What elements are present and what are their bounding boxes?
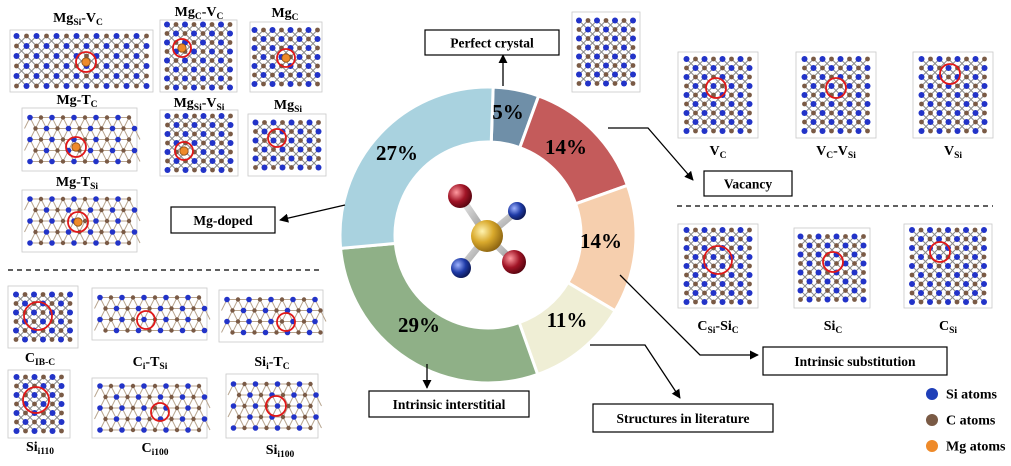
structure-label-interstitial-2: Sii-TC — [254, 355, 289, 372]
category-box-mgdoped: Mg-doped — [170, 206, 276, 234]
crystal-thumbnail — [677, 51, 759, 139]
crystal-thumbnail — [21, 189, 141, 253]
legend-swatch — [926, 440, 938, 452]
crystal-thumbnail — [903, 223, 993, 309]
crystal-thumbnail — [247, 113, 327, 177]
donut-chart — [338, 85, 638, 385]
svg-text:Mg-doped: Mg-doped — [193, 213, 253, 228]
structure-label-mgdoped-3: Mg-TC — [56, 93, 97, 110]
percent-label-perfect: 5% — [492, 100, 524, 124]
legend-label: C atoms — [946, 414, 996, 429]
structure-label-interstitial-5: Sii100 — [266, 443, 295, 460]
crystal-thumbnail — [7, 285, 79, 349]
donut-slice-interstitial — [338, 241, 540, 385]
svg-text:Intrinsic substitution: Intrinsic substitution — [794, 354, 916, 369]
structure-label-vacancy-2: VSi — [944, 144, 962, 161]
structure-label-interstitial-4: Ci100 — [141, 441, 168, 458]
crystal-thumbnail — [912, 51, 994, 139]
svg-text:Vacancy: Vacancy — [724, 177, 773, 192]
structure-label-mgdoped-5: MgSi — [274, 98, 303, 115]
structure-label-substitution-2: CSi — [939, 319, 957, 336]
structure-label-mgdoped-2: MgC — [271, 6, 298, 23]
molecule-icon — [448, 184, 526, 278]
legend-label: Mg atoms — [946, 440, 1006, 455]
legend-label: Si atoms — [946, 388, 998, 403]
crystal-thumbnail — [159, 109, 239, 177]
structure-label-mgdoped-6: Mg-TSi — [56, 175, 99, 192]
crystal-thumbnail — [677, 223, 759, 309]
crystal-structures — [7, 11, 994, 439]
svg-text:Perfect crystal: Perfect crystal — [450, 36, 534, 51]
crystal-thumbnail — [793, 227, 871, 309]
svg-text:Intrinsic interstitial: Intrinsic interstitial — [393, 397, 506, 412]
crystal-thumbnail — [795, 51, 877, 139]
structure-label-vacancy-1: VC-VSi — [816, 144, 856, 161]
percent-label-mgdoped: 27% — [376, 141, 418, 165]
structure-label-substitution-0: CSi-SiC — [697, 319, 738, 336]
structure-label-mgdoped-1: MgC-VC — [175, 5, 224, 22]
crystal-thumbnail — [225, 373, 322, 439]
crystal-thumbnail — [91, 377, 211, 439]
category-box-interstitial: Intrinsic interstitial — [368, 390, 530, 418]
legend-swatch — [926, 414, 938, 426]
percent-label-vacancy: 14% — [545, 135, 587, 159]
crystal-thumbnail — [21, 107, 141, 172]
category-box-literature: Structures in literature — [592, 403, 774, 433]
category-box-substitution: Intrinsic substitution — [762, 346, 948, 376]
crystal-thumbnail — [7, 369, 71, 439]
crystal-thumbnail — [9, 29, 154, 93]
structure-label-mgdoped-0: MgSi-VC — [53, 11, 103, 28]
percent-label-interstitial: 29% — [398, 313, 440, 337]
percent-label-literature: 11% — [547, 308, 588, 332]
structure-label-interstitial-3: Sii110 — [26, 440, 54, 457]
category-box-perfect: Perfect crystal — [424, 29, 560, 56]
crystal-thumbnail — [571, 11, 641, 93]
structure-label-vacancy-0: VC — [710, 144, 727, 161]
percentage-labels: 5% 14% 14% 11% 29% 27% — [376, 100, 622, 337]
structure-label-interstitial-1: Ci-TSi — [133, 355, 168, 372]
legend-swatch — [926, 388, 938, 400]
category-box-vacancy: Vacancy — [703, 170, 793, 197]
percent-label-substitution: 14% — [580, 229, 622, 253]
structure-label-substitution-1: SiC — [824, 319, 843, 336]
crystal-thumbnail — [159, 19, 238, 93]
crystal-thumbnail — [249, 21, 323, 93]
crystal-thumbnail — [218, 289, 327, 343]
svg-text:Structures in literature: Structures in literature — [617, 411, 750, 426]
structure-label-mgdoped-4: MgSi-VSi — [174, 96, 225, 113]
crystal-thumbnail — [91, 287, 211, 341]
donut-slice-mgdoped — [338, 85, 495, 251]
legend: Si atoms C atoms Mg atoms — [926, 388, 1006, 455]
structure-label-interstitial-0: CIB-C — [25, 351, 55, 368]
connector-arrows — [279, 54, 759, 399]
